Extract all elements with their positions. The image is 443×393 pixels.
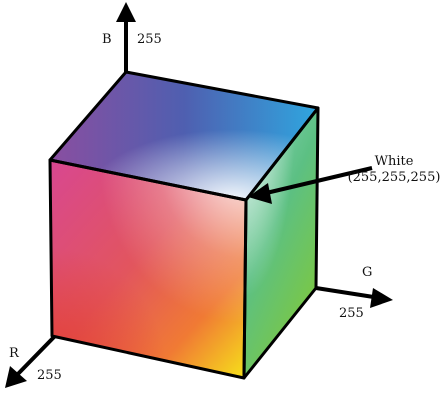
rgb-cube: [48, 70, 320, 380]
axis-b-max-label: 255: [137, 32, 162, 47]
white-name: White: [374, 154, 414, 169]
white-corner-pointer: [248, 166, 373, 204]
axis-g-max-label: 255: [339, 306, 364, 321]
axis-g: [315, 286, 393, 308]
axis-b: [116, 2, 136, 72]
white-label: White (255,255,255): [346, 154, 442, 185]
axis-r: [5, 334, 57, 388]
cube-front-face: [50, 160, 246, 378]
axis-r-max-label: 255: [37, 368, 62, 383]
cube-edges: [48, 70, 320, 380]
white-rgb-value: (255,255,255): [347, 169, 441, 185]
axis-r-arrowhead: [5, 366, 27, 388]
cube-right-face: [244, 108, 318, 378]
axis-b-letter: B: [102, 32, 112, 47]
axis-g-letter: G: [362, 265, 373, 280]
white-pointer-arrowhead: [248, 183, 272, 204]
cube-top-face: [50, 72, 318, 200]
axis-g-arrowhead: [370, 288, 393, 308]
axis-b-arrowhead: [116, 2, 136, 22]
axis-r-letter: R: [9, 346, 19, 361]
